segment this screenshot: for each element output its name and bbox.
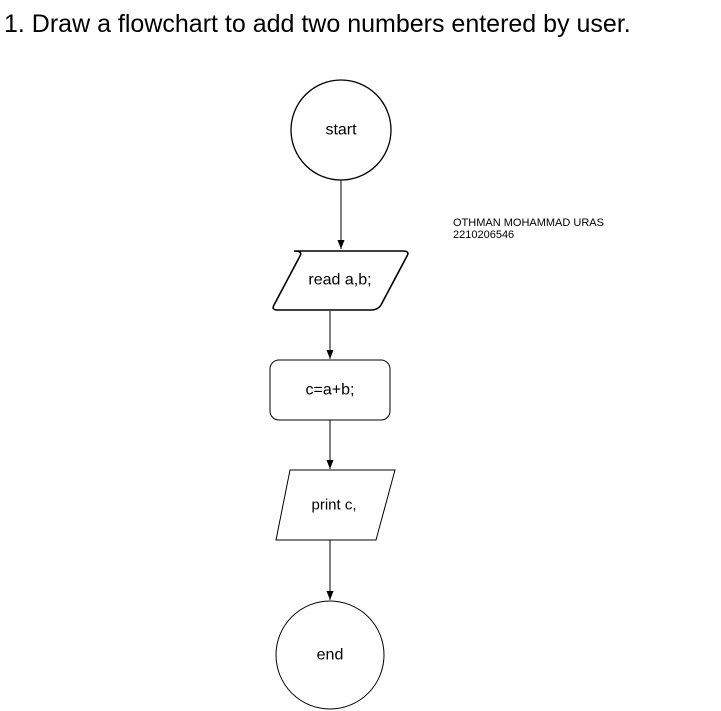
author-id: 2210206546 — [453, 229, 515, 241]
output-label: print c, — [311, 497, 356, 514]
start-label: start — [325, 122, 357, 139]
input-label: read a,b; — [308, 272, 371, 289]
process-node: c=a+b; — [269, 359, 391, 421]
start-node: start — [290, 79, 392, 181]
end-label: end — [317, 647, 344, 664]
end-node: end — [275, 600, 385, 710]
process-label: c=a+b; — [306, 382, 355, 399]
author-name: OTHMAN MOHAMMAD URAS — [453, 217, 604, 229]
input-node: read a,b; — [272, 250, 409, 311]
author-info: OTHMAN MOHAMMAD URAS 2210206546 — [453, 217, 604, 241]
diagram-title: 1. Draw a flowchart to add two numbers e… — [4, 10, 631, 38]
output-node: print c, — [275, 469, 396, 541]
